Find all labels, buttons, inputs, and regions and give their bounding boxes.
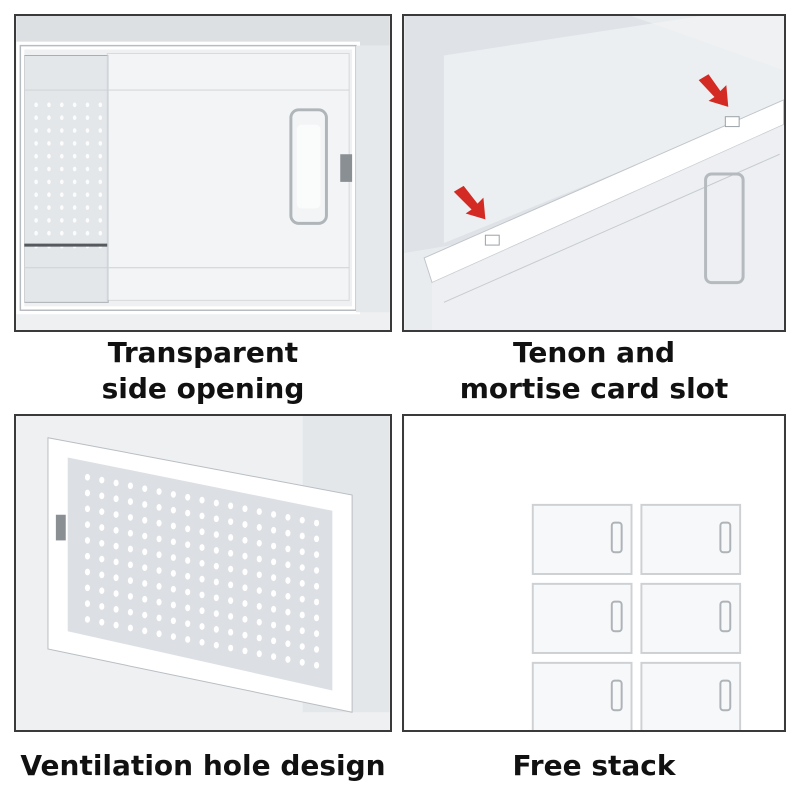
transparent-box-illustration: [16, 16, 390, 330]
caption-line: Transparent: [107, 336, 299, 369]
stacked-boxes-illustration: [404, 416, 784, 730]
caption-line: Ventilation hole design: [20, 749, 386, 782]
caption-line: Tenon and: [512, 336, 676, 369]
transparent-side-photo: [14, 14, 392, 332]
ventilation-panel-illustration: [16, 416, 390, 730]
caption-line: mortise card slot: [459, 372, 729, 405]
card-slot-illustration: [404, 16, 784, 330]
arrow-icon: [453, 74, 729, 220]
caption-card-slot: Tenon and mortise card slot: [402, 335, 786, 407]
stack-photo: [402, 414, 786, 732]
caption-transparent-side: Transparent side opening: [14, 335, 392, 407]
ventilation-photo: [14, 414, 392, 732]
caption-line: Free stack: [512, 749, 676, 782]
caption-line: side opening: [101, 372, 305, 405]
caption-free-stack: Free stack: [402, 748, 786, 784]
caption-ventilation: Ventilation hole design: [14, 748, 392, 784]
card-slot-photo: [402, 14, 786, 332]
